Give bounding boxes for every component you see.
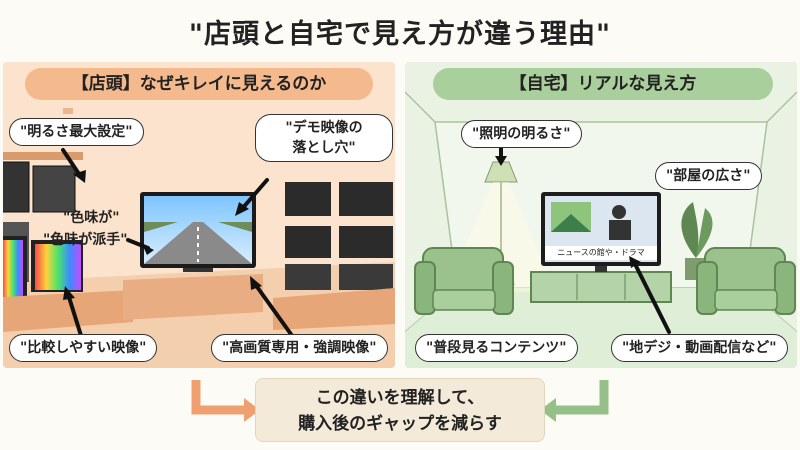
callout-brightness: "明るさ最大設定": [9, 118, 144, 146]
home-panel-header: 【自宅】リアルな見え方: [433, 68, 773, 100]
conclusion-box: この違いを理解して、 購入後のギャップを減らす: [255, 378, 545, 442]
green-flow-arrow: [540, 380, 609, 422]
left-armchair: [414, 247, 514, 315]
home-panel: 【自宅】リアルな見え方 ニュースの館や・ドラマ "照明の明るさ" "部屋の広さ"…: [405, 62, 797, 368]
home-tv-caption: ニュースの館や・ドラマ: [557, 248, 645, 257]
orange-flow-arrow: [191, 380, 260, 422]
store-tv-wall-right: [285, 182, 393, 290]
callout-color-flashy: "色味が派手": [43, 232, 128, 248]
store-demo-tv: [140, 192, 256, 272]
callout-comparison: "比較しやすい映像": [9, 334, 158, 362]
conclusion-line1: この違いを理解して、: [315, 388, 485, 408]
callout-regular-content: "普段見るコンテンツ": [415, 334, 578, 362]
callout-high-quality: "高画質専用・強調映像": [211, 334, 388, 362]
callout-lighting: "照明の明るさ": [461, 120, 582, 148]
home-tv: [541, 192, 661, 272]
page-title: "店頭と自宅で見え方が違う理由": [188, 19, 612, 50]
store-panel: 【店頭】なぜキレイに見えるのか "明るさ最大設定" "デモ映像の 落とし穴" "…: [3, 62, 395, 368]
store-panel-header: 【店頭】なぜキレイに見えるのか: [25, 68, 373, 100]
callout-demo-pitfall: "デモ映像の 落とし穴": [255, 114, 393, 162]
callout-room-size: "部屋の広さ": [655, 162, 762, 190]
callout-demo-pitfall-line1: "デモ映像の: [285, 120, 363, 136]
callout-color-tone: "色味が": [63, 210, 120, 226]
conclusion-line2: 購入後のギャップを減らす: [298, 414, 502, 434]
callout-broadcast: "地デジ・動画配信など": [611, 334, 788, 362]
right-armchair: [696, 247, 796, 315]
callout-demo-pitfall-line2: 落とし穴": [292, 140, 356, 156]
